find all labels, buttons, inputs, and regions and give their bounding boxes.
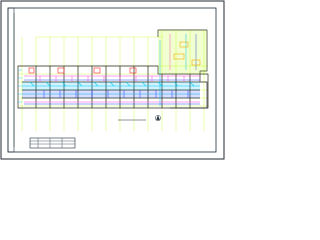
north-arrow-shape bbox=[156, 115, 160, 121]
left-margin-strip bbox=[7, 7, 15, 153]
room-fills bbox=[22, 30, 207, 98]
left-ticks bbox=[18, 69, 22, 103]
red-box bbox=[129, 67, 137, 74]
corridor-fill bbox=[22, 82, 200, 90]
mep-lines bbox=[22, 34, 200, 106]
title-block bbox=[29, 137, 76, 149]
red-box bbox=[57, 67, 65, 74]
blue-branches bbox=[43, 90, 189, 98]
orange-box bbox=[173, 53, 185, 60]
north-arrow-icon bbox=[155, 115, 161, 121]
wall-outline bbox=[157, 29, 208, 109]
red-box bbox=[93, 67, 101, 74]
orange-box bbox=[179, 41, 189, 48]
wing-fill bbox=[158, 30, 207, 74]
equipment-blocks bbox=[28, 41, 201, 74]
orange-box bbox=[191, 59, 201, 66]
corridor-fill bbox=[22, 90, 200, 98]
floor-plan-drawing bbox=[0, 0, 225, 160]
cyan-branches bbox=[29, 81, 195, 87]
wall-outline bbox=[17, 65, 209, 109]
red-box bbox=[28, 67, 35, 74]
drawing-border bbox=[0, 0, 225, 160]
magenta-branches bbox=[39, 76, 185, 82]
cad-sheet bbox=[0, 0, 225, 160]
title-block-icon bbox=[29, 137, 76, 149]
